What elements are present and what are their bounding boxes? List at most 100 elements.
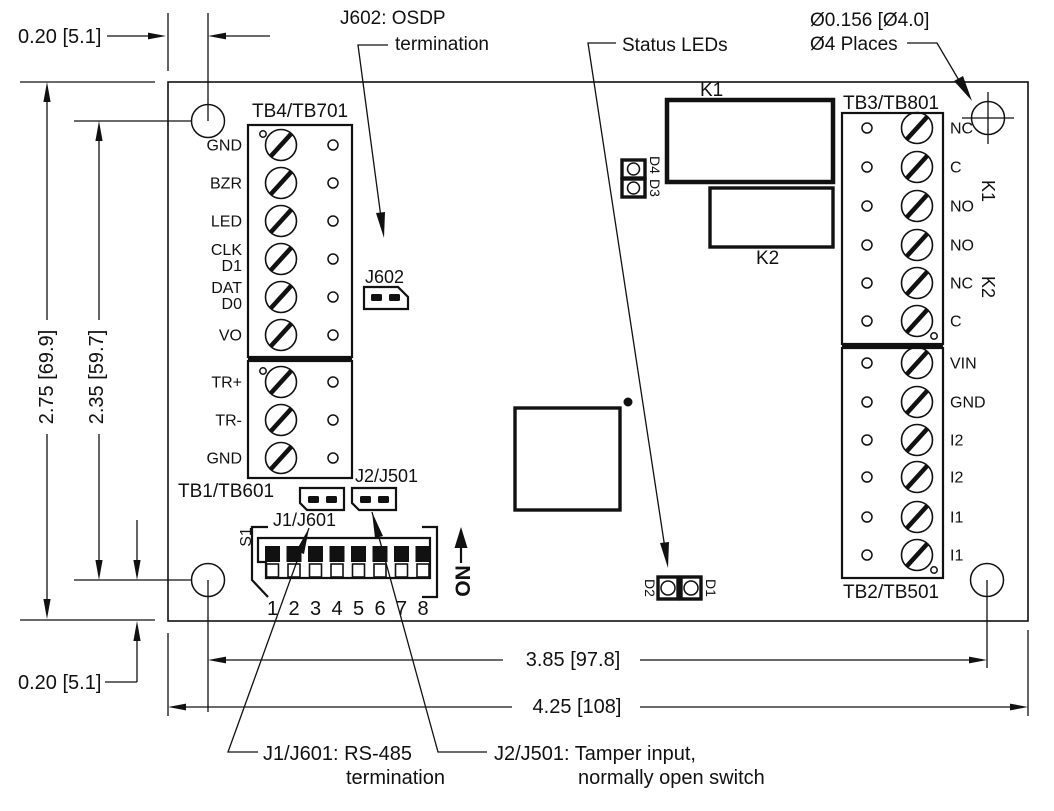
led-d1-label: D1 [703,579,719,597]
callout-holes-line2: Ø4 Places [810,34,898,55]
dip-on-indicator: ON [452,527,475,597]
callout-osdp-line1: J602: OSDP [340,8,446,29]
tb4-pin-label: LED [211,214,242,231]
mounting-hole-top-left [190,103,226,139]
callout-tamper: J2/J501: Tamper input, normally open swi… [371,511,765,789]
tb2-label: TB2/TB501 [843,582,939,603]
tb4-pin-label: GND [206,138,242,155]
mounting-hole-bottom-right [969,562,1005,598]
dip-position-label: 3 [310,598,321,620]
callout-status-leds: Status LEDs [587,35,728,568]
tb4-label: TB4/TB701 [252,101,348,122]
tb4-pin-label: CLK [211,242,242,259]
callout-tamper-line2: normally open switch [578,767,765,789]
callout-holes-line1: Ø0.156 [Ø4.0] [810,10,929,31]
dip-position-label: 5 [353,598,364,620]
terminal-block-tb4: TB4/TB701 GND BZR LED CLK D1 DAT D0 VO [206,101,354,362]
relay-group-k1-label: K1 [978,180,998,202]
dim-hole-span-vertical: 2.35 [59.7] [86,121,108,580]
tb4-pin-label: D0 [222,296,243,313]
dip-body [256,536,432,580]
status-led-d4: D4 [620,156,663,180]
dim-bottom-offset: 0.20 [5.1] [18,520,141,694]
jumper-j1: J1/J601 [273,486,346,530]
dip-position-label: 8 [417,598,428,620]
tb2-pin1-marker [930,566,938,574]
callout-tamper-line1: J2/J501: Tamper input, [494,743,696,765]
dip-position-label: 6 [374,598,385,620]
terminal-block-tb3: TB3/TB801 NC C NO NO NC C K1 K2 [840,93,998,349]
callout-rs485: J1/J601: RS-485 termination [227,527,445,789]
ic-pin1-dot [623,397,633,407]
callout-mounting-holes: Ø0.156 [Ø4.0] Ø4 Places [810,10,972,101]
relay-k2: K2 [708,186,835,269]
tb4-pin-label: BZR [210,176,242,193]
status-led-d3: D3 [620,177,663,199]
status-led-d2: D2 [642,575,680,601]
tb3-pin-label: NC [950,121,973,138]
tb2-pin-label: VIN [950,356,977,373]
relay-group-k2-label: K2 [978,276,998,298]
relay-k1: K1 [664,80,836,185]
dim-hole-span-horizontal: 3.85 [97.8] [208,649,987,671]
dim-board-height-text: 2.75 [69.9] [36,330,58,425]
jumper-j2: J2/J501 [350,466,418,512]
tb1-pin-label: TR- [215,413,242,430]
dip-on-label: ON [452,565,475,597]
main-ic [513,397,633,512]
tb3-pin-label: NO [950,199,974,216]
tb3-pin1-marker [930,332,938,340]
tb2-pin-label: I1 [950,548,963,565]
dim-board-width: 4.25 [108] [168,696,1028,718]
led-d2-label: D2 [642,579,658,597]
tb2-pin-label: I1 [950,510,963,527]
relay-k1-label: K1 [700,80,723,101]
callout-rs485-line2: termination [346,767,445,789]
board-outline [167,81,1029,622]
dim-top-offset: 0.20 [5.1] [18,26,270,48]
dim-hole-span-horizontal-text: 3.85 [97.8] [526,649,621,671]
mounting-hole-top-right [962,92,1014,144]
dip-bracket-left [250,525,269,598]
dip-position-label: 2 [288,598,299,620]
tb4-pin-label: D1 [222,258,243,275]
j602-label: J602 [365,267,404,287]
tb1-pin-label: GND [206,451,242,468]
tb2-pin-label: I2 [950,433,963,450]
dim-board-width-text: 4.25 [108] [533,696,622,718]
dip-position-label: 1 [267,598,278,620]
status-led-d1: D1 [679,575,719,601]
terminal-block-tb1: TR+ TR- GND TB1/TB601 [178,359,354,502]
dim-board-height: 2.75 [69.9] [36,82,58,619]
tb3-pin-label: NC [950,276,973,293]
relay-k2-label: K2 [756,248,779,269]
dip-bracket-right [422,525,439,599]
tb1-label: TB1/TB601 [178,481,274,502]
extension-lines [20,13,1029,716]
tb4-pin-label: DAT [211,280,242,297]
tb3-label: TB3/TB801 [843,93,939,114]
callout-rs485-line1: J1/J601: RS-485 [263,743,412,765]
tb3-pin-label: C [950,314,962,331]
callout-osdp-line2: termination [395,34,489,55]
jumper-j602: J602 [362,267,410,311]
terminal-block-tb2: VIN GND I2 I2 I1 I1 TB2/TB501 [840,348,986,603]
dim-bottom-offset-text: 0.20 [5.1] [18,672,101,694]
led-d3-label: D3 [647,179,663,197]
tb4-pin-label: VO [219,328,242,345]
j1-label: J1/J601 [273,510,336,530]
led-d4-label: D4 [647,156,663,174]
dim-hole-span-vertical-text: 2.35 [59.7] [86,330,108,425]
j2-label: J2/J501 [355,466,418,486]
s1-designator: S1 [238,527,255,547]
dim-top-offset-text: 0.20 [5.1] [18,26,101,48]
tb1-pin1-marker [259,367,267,375]
mounting-hole-bottom-left [190,562,226,598]
dip-switch-s1: S1 1 2 3 4 5 6 7 8 ON [238,525,475,620]
dip-position-label: 4 [331,598,342,620]
dip-position-label: 7 [396,598,407,620]
callout-osdp: J602: OSDP termination [340,8,489,238]
tb4-pin1-marker [259,130,267,138]
tb3-pin-label: NO [950,238,974,255]
